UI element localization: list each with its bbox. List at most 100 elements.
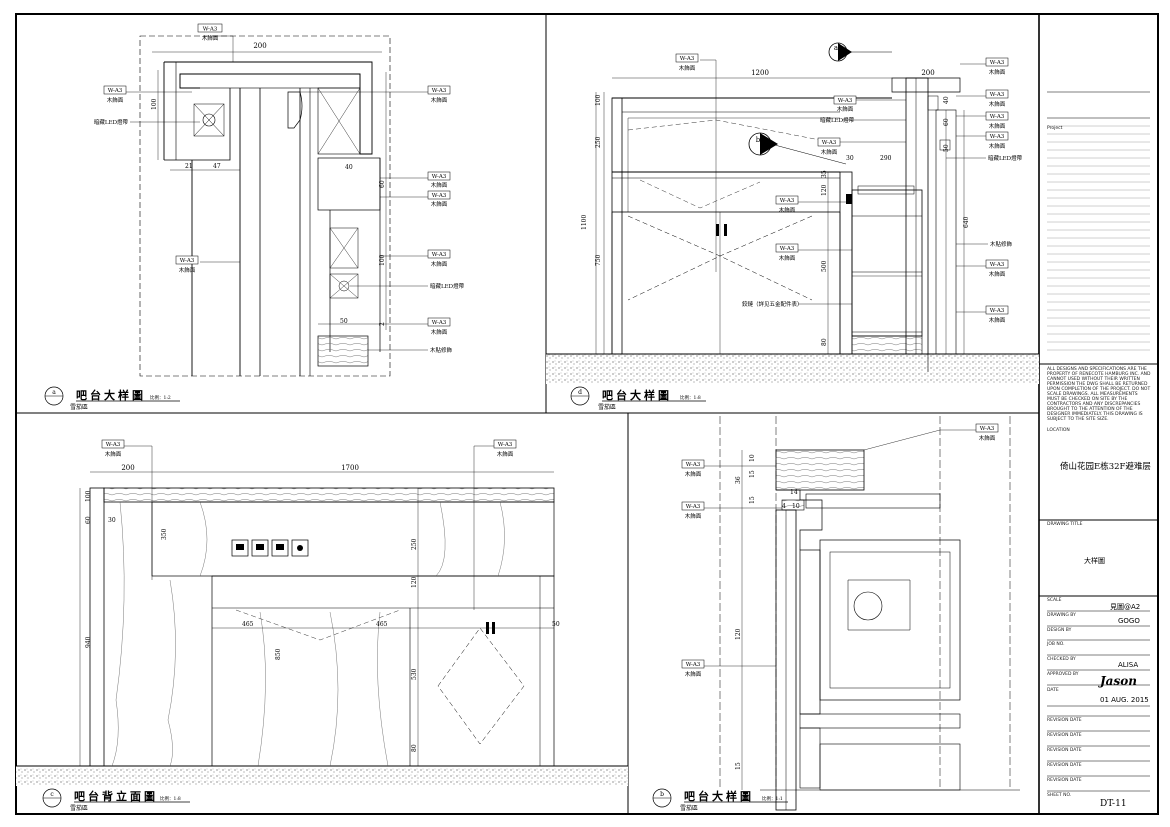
view-c-dim-465a: 465 xyxy=(242,621,254,628)
view-d-tag-9: W-A3 xyxy=(990,134,1005,140)
view-d-dim-290: 290 xyxy=(880,155,892,162)
view-c-dim-30: 30 xyxy=(108,517,116,524)
scale-value: 見圖@A2 xyxy=(1110,603,1141,611)
view-d-dim-500: 500 xyxy=(821,260,828,272)
view-a-label-mid: 木飾面 xyxy=(179,266,196,274)
titleblock-grid xyxy=(1039,91,1158,792)
location-label: LOCATION xyxy=(1047,428,1070,433)
revision-label-3: REVISION DATE xyxy=(1047,748,1082,753)
view-d-label-trim: 木貼修飾 xyxy=(990,240,1013,248)
view-b-dim-14: 14 xyxy=(790,489,798,496)
view-c-dim-80: 80 xyxy=(411,744,418,752)
view-c-dim-350: 350 xyxy=(161,528,168,540)
view-b-dim-4: 4 xyxy=(782,503,786,510)
view-d-section-b-label: b xyxy=(756,136,761,144)
view-d-tag-2: W-A3 xyxy=(838,98,853,104)
view-a-dim-60: 60 xyxy=(379,180,386,188)
project-label: Project xyxy=(1047,126,1063,131)
view-b-tag-4: W-A3 xyxy=(686,662,701,668)
view-d-dim-60: 60 xyxy=(943,118,950,126)
view-d-dim-50: 50 xyxy=(943,144,950,152)
view-a-letter: a xyxy=(52,389,56,396)
view-d: 1200 200 100 250 1100 750 35 120 500 80 … xyxy=(546,42,1039,411)
view-d-label-hinge: 鉸鏈（詳见五金配件表） xyxy=(742,300,803,308)
view-d-label-8: 木飾面 xyxy=(989,122,1006,130)
view-d-label-2: 木飾面 xyxy=(837,105,854,113)
view-d-tag-11: W-A3 xyxy=(990,308,1005,314)
sheet-no-value: DT-11 xyxy=(1100,799,1127,809)
revision-label-5: REVISION DATE xyxy=(1047,778,1082,783)
view-b-tag-2: W-A3 xyxy=(686,462,701,468)
view-c-dim-940: 940 xyxy=(85,636,92,648)
view-d-label-11: 木飾面 xyxy=(989,316,1006,324)
drawn-by-value: GOGO xyxy=(1118,617,1140,625)
view-b-dim-10b: 10 xyxy=(792,503,800,510)
view-a-dim-50: 50 xyxy=(340,318,348,325)
view-a-tag-left: W-A3 xyxy=(108,88,123,94)
view-a-counter-cap xyxy=(164,61,373,155)
view-d-dim-200: 200 xyxy=(921,69,934,77)
view-b-scale: 比例：1:1 xyxy=(762,795,783,802)
view-a-label-r1: 木飾面 xyxy=(431,96,448,104)
view-d-label-1: 木飾面 xyxy=(679,64,696,72)
location-value: 倚山花园E栋32F避难层 xyxy=(1060,462,1151,472)
view-a-dim-left: 100 xyxy=(151,98,158,110)
view-c-scale: 比例：1:8 xyxy=(160,795,181,802)
view-b-dim-10: 10 xyxy=(749,454,756,462)
view-a-label-r2: 木飾面 xyxy=(431,181,448,189)
view-c-dim-60: 60 xyxy=(85,516,92,524)
view-d-dim-1100: 1100 xyxy=(581,215,588,230)
view-d-label-5: 木飾面 xyxy=(779,254,796,262)
view-d-dim-250: 250 xyxy=(595,136,602,148)
view-c-letter: c xyxy=(50,791,54,798)
view-c-dim-465b: 465 xyxy=(376,621,388,628)
view-a-label-top: 木飾面 xyxy=(202,34,219,42)
view-b-subtitle: 雪茄區 xyxy=(680,804,698,812)
drawing-title-value: 大样圖 xyxy=(1084,557,1105,565)
view-d-label-7: 木飾面 xyxy=(989,100,1006,108)
view-b: 10 15 36 14 15 4 10 120 15 W-A3 木飾面 W-A3… xyxy=(652,416,1020,812)
view-d-tag-1: W-A3 xyxy=(680,56,695,62)
view-c-title: 吧台背立面圖 xyxy=(74,789,158,803)
view-a-subtitle: 雪茄區 xyxy=(70,403,88,411)
view-d-dim-80: 80 xyxy=(821,338,828,346)
view-a-tag-r5: W-A3 xyxy=(432,320,447,326)
view-a-tag-r2: W-A3 xyxy=(432,174,447,180)
view-d-dim-30: 30 xyxy=(846,155,854,162)
view-a-tag-r3: W-A3 xyxy=(432,193,447,199)
view-b-dim-15c: 15 xyxy=(735,762,742,770)
view-d-label-led: 暗藏LED燈帶 xyxy=(820,116,855,124)
view-a-label-led-right: 暗藏LED燈帶 xyxy=(430,282,465,290)
view-d-tag-4: W-A3 xyxy=(780,198,795,204)
view-c-ground xyxy=(16,766,628,786)
view-d-tag-3: W-A3 xyxy=(822,140,837,146)
drawn-by-label: DRAWING BY xyxy=(1047,613,1076,618)
view-d-dim-750: 750 xyxy=(595,254,602,266)
view-d-tag-7: W-A3 xyxy=(990,92,1005,98)
view-d-title: 吧台大样圖 xyxy=(602,388,672,402)
view-c-tag-2: W-A3 xyxy=(498,442,513,448)
view-b-tag-1: W-A3 xyxy=(980,426,995,432)
drawing-title-label: DRAWING TITLE xyxy=(1047,522,1083,527)
view-d-letter: d xyxy=(578,389,582,396)
view-d-dim-100: 100 xyxy=(595,94,602,106)
view-c-label-2: 木飾面 xyxy=(497,450,514,458)
view-c-dim-850: 850 xyxy=(275,648,282,660)
view-d-ground xyxy=(546,354,1039,384)
view-d-dim-640: 640 xyxy=(963,216,970,228)
view-d-tag-5: W-A3 xyxy=(780,246,795,252)
view-a-tag-r1: W-A3 xyxy=(432,88,447,94)
view-b-tag-3: W-A3 xyxy=(686,504,701,510)
view-c-dim-200: 200 xyxy=(121,464,134,472)
view-c-dim-1700: 1700 xyxy=(341,464,359,472)
view-d-label-10: 木飾面 xyxy=(989,270,1006,278)
view-c-dim-50: 50 xyxy=(552,621,560,628)
view-b-label-2: 木飾面 xyxy=(685,470,702,478)
view-a-dashed-boundary xyxy=(139,35,391,377)
view-a-label-trim: 木貼修飾 xyxy=(430,346,453,354)
view-d-label-led-right: 暗藏LED燈帶 xyxy=(988,154,1023,162)
view-a-title: 吧台大样圖 xyxy=(76,388,146,402)
approved-by-label: APPROVED BY xyxy=(1047,672,1079,677)
checked-by-label: CHECKED BY xyxy=(1047,657,1076,662)
